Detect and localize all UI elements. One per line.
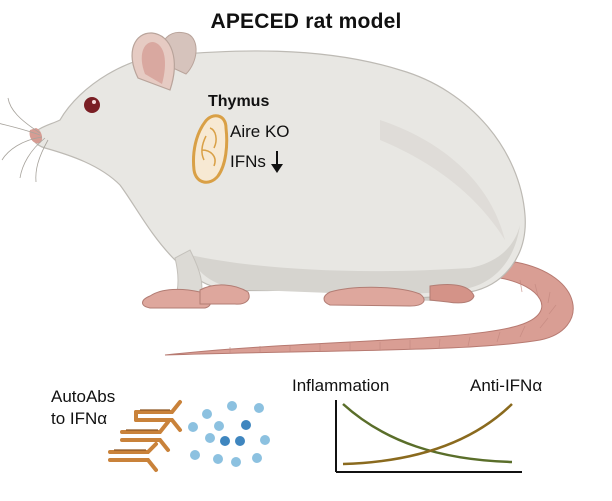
rat-hind-paw xyxy=(323,286,425,307)
arrow-down-icon xyxy=(271,151,283,173)
anti-ifna-curve xyxy=(342,403,513,466)
thymus-title: Thymus xyxy=(208,93,270,110)
anti-ifna-label: Anti-IFNα xyxy=(470,376,543,395)
autoabs-label: AutoAbs to IFNα xyxy=(51,386,115,430)
ifn-molecule-dots xyxy=(188,401,270,467)
ifn-label: IFNs xyxy=(230,152,266,171)
antibody-icon xyxy=(108,400,182,472)
trend-plot xyxy=(335,400,522,473)
rat-eye xyxy=(84,97,100,113)
diagram-title: APECED rat model xyxy=(210,10,402,33)
autoabs-line-2: to IFNα xyxy=(51,409,108,428)
thymus-icon xyxy=(192,114,229,184)
rat-tail xyxy=(164,261,574,356)
inflammation-curve xyxy=(342,403,513,464)
rat-nose xyxy=(29,128,43,144)
aire-ko-label: Aire KO xyxy=(230,122,290,141)
autoabs-line-1: AutoAbs xyxy=(51,387,116,406)
inflammation-label: Inflammation xyxy=(292,376,390,395)
